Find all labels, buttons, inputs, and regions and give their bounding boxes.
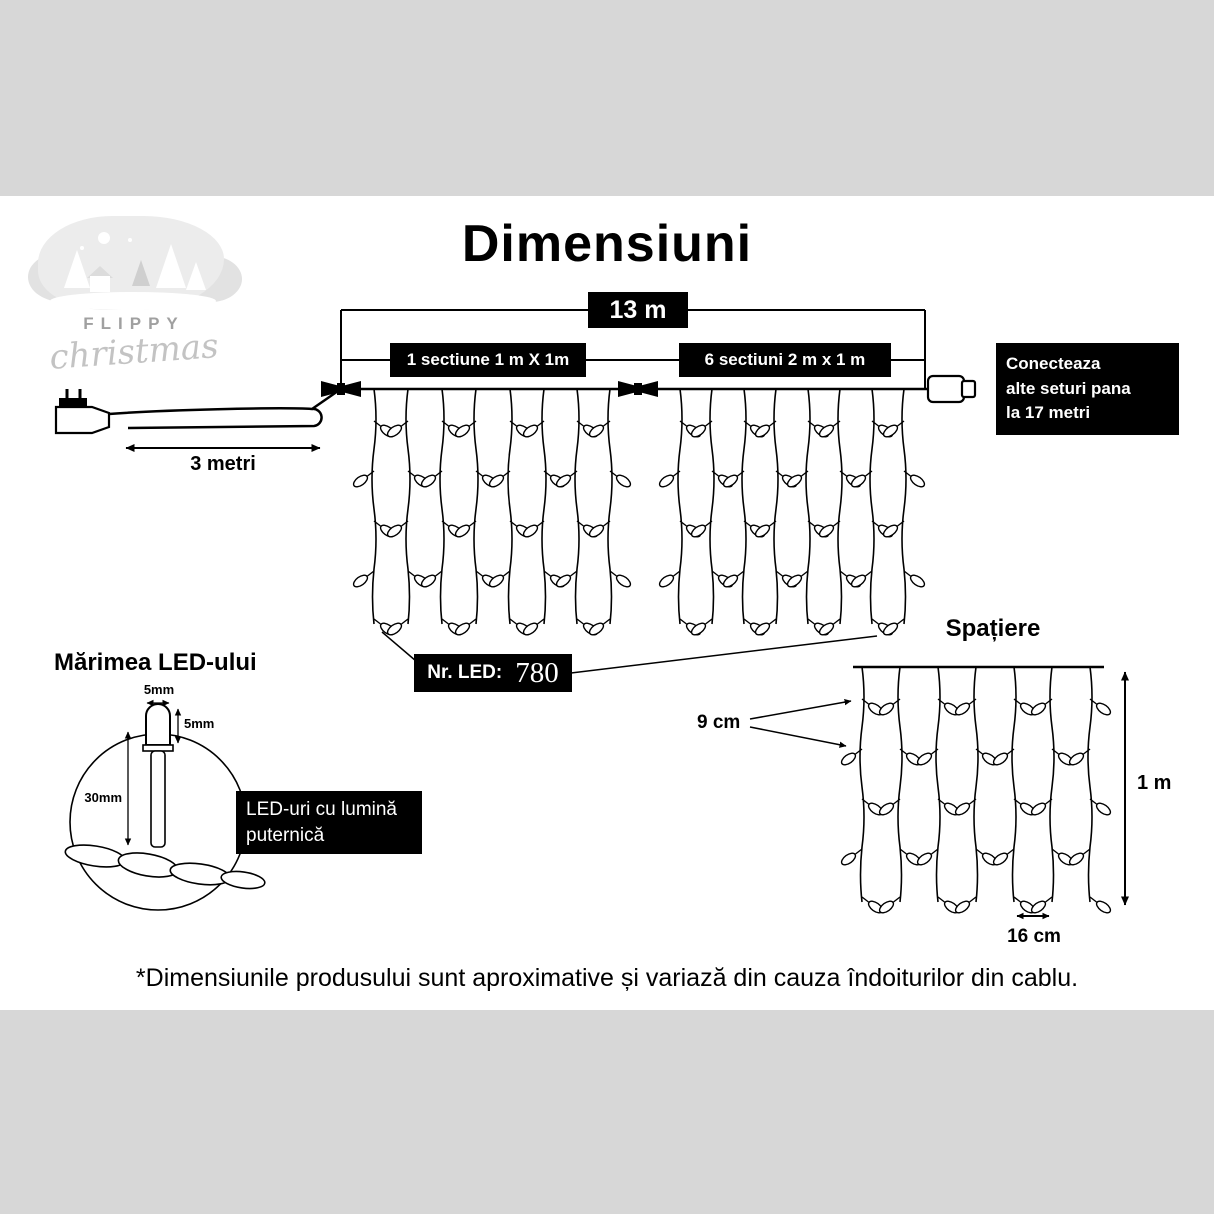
measure-9cm-arrow (749, 726, 847, 748)
light-drop (954, 667, 999, 915)
led-bulb (145, 703, 171, 746)
drop-height-label: 1 m (1137, 772, 1172, 794)
light-drop (488, 389, 533, 637)
logo-moon (98, 232, 110, 244)
light-drop (840, 667, 885, 915)
light-drop (916, 667, 961, 915)
spacing-title: Spațiere (945, 615, 1041, 642)
led-size-title: Mărimea LED-ului (54, 649, 257, 676)
logo-star (128, 238, 132, 242)
connect-line-3: la 17 metri (1006, 403, 1091, 423)
light-drop (878, 667, 923, 915)
led-count-box: Nr. LED: 780 (414, 654, 572, 692)
light-drop (690, 389, 735, 637)
led-count-value: 780 (515, 656, 559, 689)
spacing-diagram (749, 665, 1129, 920)
top-gray-band (0, 0, 1214, 196)
light-drop (754, 389, 799, 637)
light-drop (658, 389, 703, 637)
light-drop (882, 389, 927, 637)
section-2-box: 6 sectiuni 2 m x 1 m (679, 343, 891, 377)
connect-sets-box: Conecteaza alte seturi pana la 17 metri (996, 343, 1179, 435)
curtain-section-1 (352, 389, 633, 637)
lead-length-label: 3 metri (190, 453, 256, 475)
led-note-line-1: LED-uri cu lumină (246, 799, 397, 820)
light-drop (818, 389, 863, 637)
bulb-total-height-label: 30mm (84, 790, 122, 805)
footnote: *Dimensiunile produsului sunt aproximati… (135, 964, 1079, 992)
connect-line-1: Conecteaza (1006, 354, 1101, 373)
logo-star (80, 246, 84, 250)
wire-connector (618, 381, 658, 397)
light-drop (1068, 667, 1113, 915)
led-note-line-2: puternică (246, 824, 325, 846)
measure-9cm-arrow (749, 698, 852, 720)
light-drop (722, 389, 767, 637)
curtain-section-2 (658, 389, 927, 637)
power-plug (54, 389, 111, 435)
lead-wire (108, 389, 339, 430)
section-1-box: 1 sectiune 1 m X 1m (390, 343, 586, 377)
twisted-wire (64, 844, 266, 890)
logo-house (90, 276, 110, 292)
end-connector (926, 374, 977, 404)
bulb-height-label: 5mm (184, 716, 215, 731)
light-drop (850, 389, 895, 637)
led-count-label: Nr. LED: (427, 662, 503, 683)
led-stem (150, 750, 166, 848)
light-drop (522, 389, 567, 637)
page-title: Dimensiuni (461, 215, 753, 273)
logo-brand-name: FLIPPY (83, 314, 185, 333)
wire-connector (321, 381, 361, 397)
bottom-gray-band (0, 1010, 1214, 1214)
total-width-box: 13 m (588, 292, 688, 328)
brand-logo: FLIPPY christmas (28, 210, 242, 380)
light-drop (420, 389, 465, 637)
light-drop (352, 389, 397, 637)
light-drop (1030, 667, 1075, 915)
light-drop (588, 389, 633, 637)
light-drop (555, 389, 600, 637)
logo-snow-ground (50, 292, 216, 310)
light-drop (786, 389, 831, 637)
connect-line-2: alte seturi pana (1006, 378, 1131, 398)
horizontal-spacing-label: 16 cm (1007, 926, 1061, 947)
vertical-spacing-label: 9 cm (697, 712, 741, 733)
led-size-diagram (64, 699, 266, 911)
light-drop (992, 667, 1037, 915)
led-brightness-box: LED-uri cu lumină puternică (236, 791, 422, 855)
light-drop (454, 389, 499, 637)
light-drop (386, 389, 431, 637)
bulb-width-label: 5mm (143, 682, 175, 697)
led-count-leaders (381, 631, 878, 674)
led-collar (142, 744, 174, 752)
